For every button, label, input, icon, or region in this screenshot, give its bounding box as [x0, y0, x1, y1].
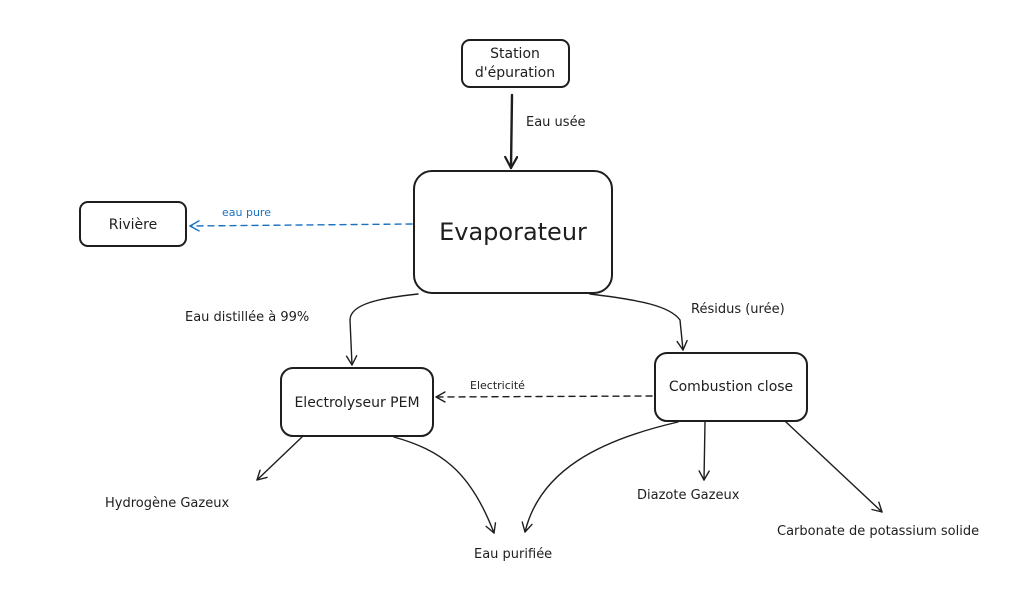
- node-combustion-close[interactable]: Combustion close: [654, 352, 808, 422]
- node-combustion-close-label: Combustion close: [669, 379, 793, 395]
- node-combustion-close-box: [654, 352, 808, 422]
- node-evaporateur-box: [413, 170, 613, 294]
- node-evaporateur-label: Evaporateur: [439, 218, 587, 246]
- output-eau-purifiee: Eau purifiée: [474, 547, 552, 562]
- edge-eau-distillee-label: Eau distillée à 99%: [185, 310, 309, 325]
- node-electrolyseur-pem[interactable]: Electrolyseur PEM: [280, 367, 434, 437]
- edge-eau-pure-label: eau pure: [222, 206, 271, 219]
- node-evaporateur[interactable]: Evaporateur: [413, 170, 613, 294]
- edge-eau-distillee: [345, 293, 419, 366]
- edge-combustion-eau-purifiee: [521, 421, 679, 533]
- node-riviere[interactable]: Rivière: [79, 201, 187, 247]
- edge-residus: [589, 293, 688, 351]
- node-electrolyseur-pem-box: [280, 367, 434, 437]
- output-carbonate-potassium: Carbonate de potassium solide: [777, 524, 979, 539]
- node-station-epuration-label-line2: d'épuration: [475, 65, 555, 81]
- node-electrolyseur-pem-label: Electrolyseur PEM: [294, 395, 419, 411]
- edge-combustion-diazote: [698, 421, 710, 481]
- output-diazote-gazeux: Diazote Gazeux: [637, 488, 740, 503]
- node-station-epuration[interactable]: Station d'épuration: [461, 39, 570, 88]
- edge-eau-usee-label: Eau usée: [526, 115, 586, 130]
- node-riviere-label: Rivière: [109, 217, 157, 233]
- edge-electricite: [435, 391, 653, 403]
- node-station-epuration-label-line1: Station: [490, 46, 540, 62]
- edge-eau-usee: [511, 93, 512, 170]
- edge-electrolyseur-eau-purifiee: [393, 436, 497, 534]
- node-station-epuration-box: [461, 39, 570, 88]
- edge-eau-pure: [189, 220, 413, 232]
- node-riviere-box: [79, 201, 187, 247]
- edge-electrolyseur-hydrogene: [256, 436, 303, 481]
- output-hydrogene-gazeux: Hydrogène Gazeux: [105, 496, 229, 511]
- edge-residus-label: Résidus (urée): [691, 302, 785, 317]
- edge-combustion-carbonate: [785, 421, 883, 513]
- edge-electricite-label: Electricité: [470, 379, 525, 392]
